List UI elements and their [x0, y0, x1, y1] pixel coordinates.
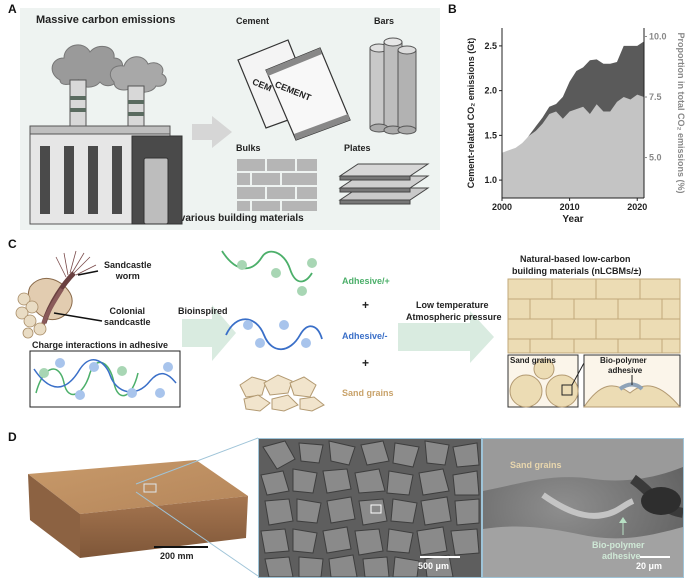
scale-label-sem-2: 20 μm: [636, 561, 663, 571]
brick-photo: [20, 438, 256, 574]
panel-b-label: B: [448, 2, 457, 16]
factory-door: [143, 157, 169, 225]
inset-bio-label-2: adhesive: [608, 366, 643, 375]
sem-image-high-mag: [482, 438, 684, 578]
charge-markers: [39, 358, 173, 400]
conditions-line-2: Atmospheric pressure: [406, 312, 502, 322]
product-line-2: building materials (nLCBMs/±): [512, 266, 642, 276]
panel-a-title: Massive carbon emissions: [36, 14, 176, 26]
worm-pointer: [77, 270, 99, 276]
brick-wall: [507, 278, 681, 354]
x-tick-label: 2020: [627, 202, 647, 212]
scale-bar-sem-2: [640, 556, 670, 558]
adhesive-negative-label: Adhesive/-: [342, 331, 388, 341]
charge-title: Charge interactions in adhesive: [32, 340, 169, 350]
y-left-tick-label: 1.5: [484, 130, 497, 140]
panel-a-caption: Production of various building materials: [112, 213, 304, 224]
y-right-tick-label: 7.5: [649, 92, 662, 102]
colony-pointer: [53, 312, 103, 322]
sem-bio-label-1: Bio-polymer: [592, 540, 645, 550]
worm-label: Sandcastle worm: [104, 260, 152, 281]
colonial-label: Colonial sandcastle: [104, 306, 151, 327]
bioinspired-label: Bioinspired: [178, 306, 228, 316]
product-line-1: Natural-based low-carbon: [520, 254, 631, 264]
inset-bio-label-1: Bio-polymer: [600, 356, 647, 365]
x-tick-label: 2000: [492, 202, 512, 212]
smoke-cloud-left: [51, 44, 123, 88]
y-right-axis-label: Proportion in total CO₂ emissions (%): [676, 32, 686, 193]
bioinspired-arrow: [182, 305, 236, 361]
adhesive-positive-strand: [221, 250, 313, 283]
panel-a-label: A: [8, 2, 17, 16]
sem-sand-label: Sand grains: [510, 460, 562, 470]
y-right-tick-label: 5.0: [649, 153, 662, 163]
process-arrow: [192, 116, 232, 148]
sandcastle-worm-icon: [28, 250, 97, 334]
label-cement: Cement: [236, 16, 270, 26]
label-plates: Plates: [344, 143, 371, 153]
chimney-left: [69, 79, 87, 127]
inset-sand-label: Sand grains: [510, 356, 556, 365]
cement-bags: [237, 39, 351, 141]
scale-label-sem-1: 500 μm: [418, 561, 450, 571]
chimney-right: [127, 85, 145, 127]
conditions-line-1: Low temperature: [416, 300, 489, 310]
steel-bars: [369, 37, 417, 135]
sem-bio-label-2: adhesive: [602, 551, 641, 561]
x-axis-label: Year: [562, 214, 583, 225]
colonial-sandcastle-icon: [15, 292, 47, 339]
y-left-tick-label: 2.0: [484, 86, 497, 96]
y-left-tick-label: 1.0: [484, 175, 497, 185]
adhesive-negative-strand: [225, 318, 323, 351]
conditions-arrow: [398, 311, 494, 363]
label-bulks: Bulks: [236, 143, 261, 153]
sem-image-low-mag: [258, 438, 482, 578]
sand-grains-icon: [239, 374, 325, 412]
scale-bar-sem-1: [420, 556, 460, 558]
panel-c-illustration: [15, 250, 682, 412]
panel-d-label: D: [8, 430, 17, 444]
sand-grains-label: Sand grains: [342, 388, 394, 398]
stacked-plates: [338, 163, 430, 205]
y-left-tick-label: 2.5: [484, 41, 497, 51]
adhesive-positive-label: Adhesive/+: [342, 276, 390, 286]
plus-sign-2: +: [362, 356, 370, 370]
scale-bar-brick: [154, 546, 208, 548]
panel-c-label: C: [8, 237, 17, 251]
brick-bulks: [235, 157, 319, 213]
y-left-axis-label: Cement-related CO₂ emissions (Gt): [466, 38, 476, 189]
y-right-tick-label: 10.0: [649, 31, 667, 41]
x-tick-label: 2010: [560, 202, 580, 212]
scale-label-brick: 200 mm: [160, 551, 194, 561]
label-bars: Bars: [374, 16, 395, 26]
plus-sign-1: +: [362, 298, 370, 312]
factory-roof: [29, 125, 171, 135]
series-proportion-area: [502, 94, 644, 198]
factory-illustration: [29, 37, 430, 225]
charge-interaction-box: [29, 350, 181, 408]
